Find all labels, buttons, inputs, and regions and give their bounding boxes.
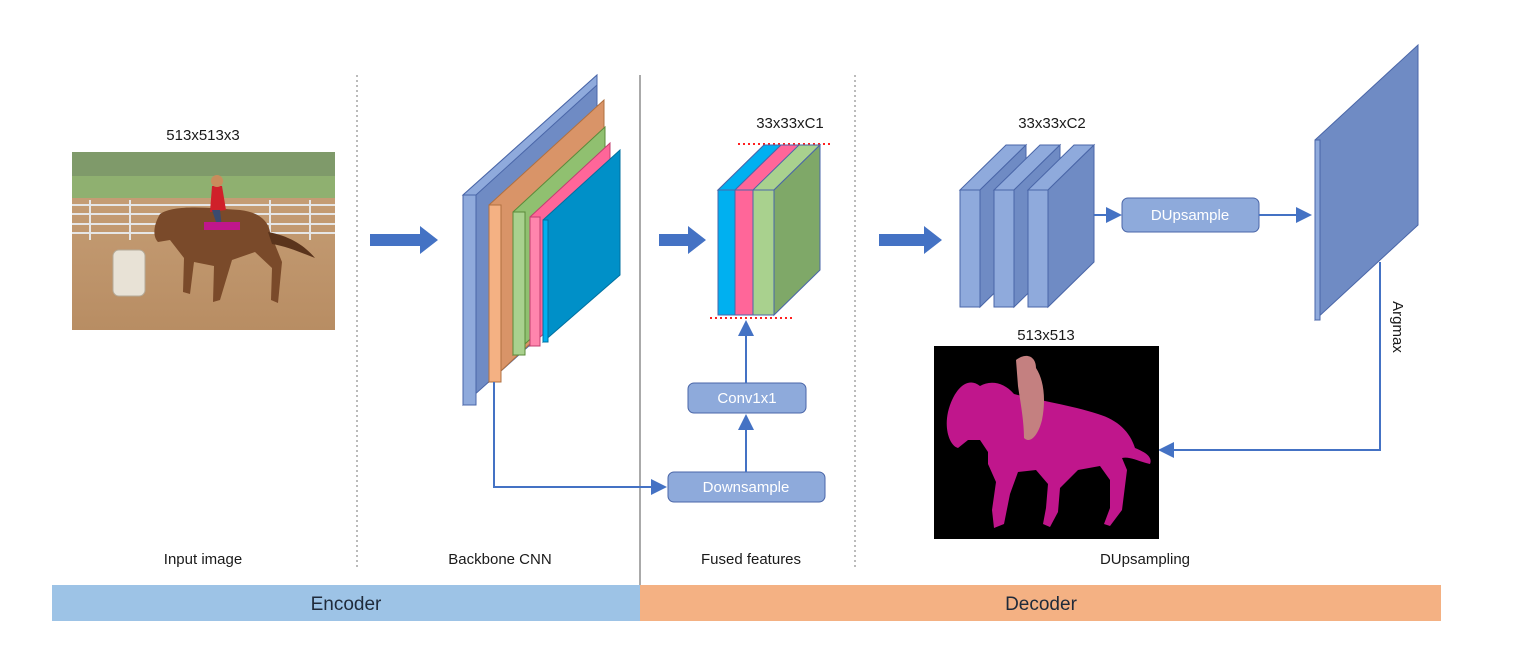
input-size-label: 513x513x3 <box>166 127 239 144</box>
encoder-band: Encoder <box>52 585 640 621</box>
downsample-label: Downsample <box>703 479 790 496</box>
flow-arrow-2 <box>659 226 706 254</box>
segmentation-mask <box>934 346 1159 539</box>
fused-feature-block <box>716 143 822 317</box>
input-photo <box>72 152 335 330</box>
conv1x1-box: Conv1x1 <box>687 382 807 414</box>
decoder-label: Decoder <box>1005 594 1077 615</box>
caption-input-image: Input image <box>164 551 242 568</box>
decoder-size-label: 33x33xC2 <box>1018 115 1086 132</box>
downsample-box: Downsample <box>667 471 826 503</box>
conv1x1-label: Conv1x1 <box>717 390 776 407</box>
output-score-map <box>1314 43 1419 322</box>
flow-arrow-1 <box>370 226 438 254</box>
backbone-layer-5 <box>542 148 621 344</box>
backbone-cnn-stack <box>461 73 621 407</box>
encoder-label: Encoder <box>311 594 382 615</box>
flow-arrow-3 <box>879 226 942 254</box>
decoder-feature-stack <box>958 143 1096 309</box>
argmax-label: Argmax <box>1389 301 1406 353</box>
dupsample-box: DUpsample <box>1121 197 1260 233</box>
decoder-layer-3 <box>1026 143 1096 309</box>
dupsample-label: DUpsample <box>1151 207 1229 224</box>
skip-connection-arrow <box>493 382 667 495</box>
argmax-arrow <box>1158 262 1381 458</box>
caption-dupsampling: DUpsampling <box>1100 551 1190 568</box>
output-size-label: 513x513 <box>1017 327 1075 344</box>
decoder-band: Decoder <box>640 585 1441 621</box>
fused-size-label: 33x33xC1 <box>756 115 824 132</box>
caption-backbone-cnn: Backbone CNN <box>448 551 551 568</box>
caption-fused-features: Fused features <box>701 551 801 568</box>
